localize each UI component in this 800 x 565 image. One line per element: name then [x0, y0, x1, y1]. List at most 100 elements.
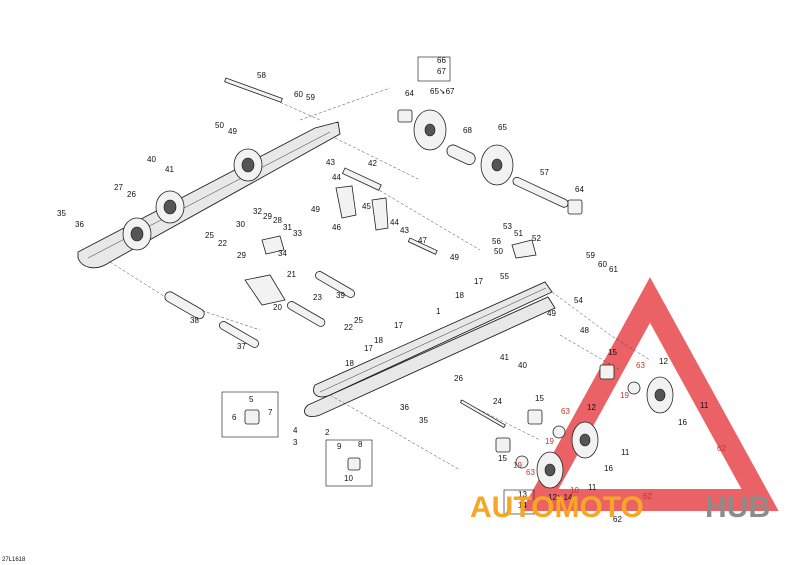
callout-c26b: 26	[454, 374, 463, 383]
callout-c28: 28	[273, 216, 282, 225]
callout-c30: 30	[236, 220, 245, 229]
callout-c21: 21	[287, 270, 296, 279]
callout-c55: 55	[500, 272, 509, 281]
callout-r19c: 19	[513, 461, 522, 470]
callout-c41a: 41	[165, 165, 174, 174]
callout-c6567: 65➘67	[430, 87, 455, 96]
callout-c68: 68	[463, 126, 472, 135]
callout-c33: 33	[293, 229, 302, 238]
callout-c54: 54	[574, 296, 583, 305]
callout-c15a: 15	[608, 348, 617, 357]
callout-c60a: 60	[294, 90, 303, 99]
callout-c18b: 18	[374, 336, 383, 345]
callout-c49d: 49	[547, 309, 556, 318]
callout-c35a: 35	[57, 209, 66, 218]
callout-c64b: 64	[575, 185, 584, 194]
watermark-triangle	[521, 277, 779, 511]
callout-c44a: 44	[332, 173, 341, 182]
callout-r19a: 19	[620, 391, 629, 400]
callout-c17c: 17	[364, 344, 373, 353]
callout-c1: 1	[436, 307, 441, 316]
callout-c50: 50	[215, 121, 224, 130]
callout-c40a: 40	[147, 155, 156, 164]
callout-c53: 53	[503, 222, 512, 231]
callout-c38: 38	[190, 316, 199, 325]
callout-c42: 42	[368, 159, 377, 168]
callout-c36a: 36	[75, 220, 84, 229]
callout-r62b: 62	[643, 492, 652, 501]
callout-r63a: 63	[636, 361, 645, 370]
callout-c43b: 43	[400, 226, 409, 235]
callout-c16a: 16	[678, 418, 687, 427]
callout-c62d: 62	[613, 515, 622, 524]
callout-c23: 23	[313, 293, 322, 302]
callout-r62a: 62	[717, 444, 726, 453]
callout-c39: 39	[336, 291, 345, 300]
callout-c10: 10	[344, 474, 353, 483]
callout-c7: 7	[268, 408, 273, 417]
upper-idler-wheels	[122, 148, 263, 251]
callout-c57: 57	[540, 168, 549, 177]
callout-c37: 37	[237, 342, 246, 351]
detail-boxes	[221, 56, 535, 515]
callout-c3: 3	[293, 438, 298, 447]
callout-c22a: 22	[218, 239, 227, 248]
callout-c25a: 25	[205, 231, 214, 240]
callout-c13: 13	[518, 490, 527, 499]
callout-c43a: 43	[326, 158, 335, 167]
callout-c51: 51	[514, 229, 523, 238]
callout-c27: 27	[114, 183, 123, 192]
callout-c40b: 40	[518, 361, 527, 370]
callout-c12b: 12	[587, 403, 596, 412]
callout-c66: 66	[437, 56, 446, 65]
callout-c65: 65	[498, 123, 507, 132]
watermark-logo: AUTOMOTO HUB	[470, 491, 770, 524]
callout-c17b: 17	[394, 321, 403, 330]
callout-c24: 24	[493, 397, 502, 406]
callout-c31: 31	[283, 223, 292, 232]
callout-c32: 32	[253, 207, 262, 216]
callout-c8: 8	[358, 440, 363, 449]
callout-c49b: 49	[311, 205, 320, 214]
cross-shafts	[164, 77, 621, 441]
callout-c11c: 11	[588, 483, 597, 492]
callout-c25b: 25	[354, 316, 363, 325]
callout-c49a: 49	[228, 127, 237, 136]
callout-c16b: 16	[604, 464, 613, 473]
callout-c52: 52	[532, 234, 541, 243]
callout-c34: 34	[278, 249, 287, 258]
callout-c60b: 60	[598, 260, 607, 269]
main-rail	[304, 281, 651, 471]
callout-c61: 61	[609, 265, 618, 274]
callout-c22b: 22	[344, 323, 353, 332]
callout-c15b: 15	[535, 394, 544, 403]
callout-c44b: 44	[390, 218, 399, 227]
callout-c59b: 59	[586, 251, 595, 260]
callout-c56: 56	[492, 237, 501, 246]
callout-c26a: 26	[127, 190, 136, 199]
callout-c29b: 29	[237, 251, 246, 260]
callout-c1214: 12➘14	[548, 493, 573, 502]
callout-c2: 2	[325, 428, 330, 437]
callout-c45: 45	[362, 202, 371, 211]
drawing-code: 27L1618	[2, 557, 26, 563]
callout-c9: 9	[337, 442, 342, 451]
callout-r63c: 63	[526, 468, 535, 477]
callout-c14: 14	[518, 501, 527, 510]
callout-c50b: 50	[494, 247, 503, 256]
callout-c49c: 49	[450, 253, 459, 262]
callout-c12a: 12	[659, 357, 668, 366]
callout-c35b: 35	[419, 416, 428, 425]
callout-c15c: 15	[498, 454, 507, 463]
callout-c17a: 17	[474, 277, 483, 286]
watermark-brand-part1: AUTOMOTO	[470, 491, 644, 524]
callout-c11b: 11	[621, 448, 630, 457]
watermark-brand-part2: HUB	[705, 491, 770, 524]
callout-c5: 5	[249, 395, 254, 404]
callout-c59a: 59	[306, 93, 315, 102]
rear-idler-wheels	[397, 109, 583, 215]
lower-idler-wheels	[495, 364, 674, 489]
